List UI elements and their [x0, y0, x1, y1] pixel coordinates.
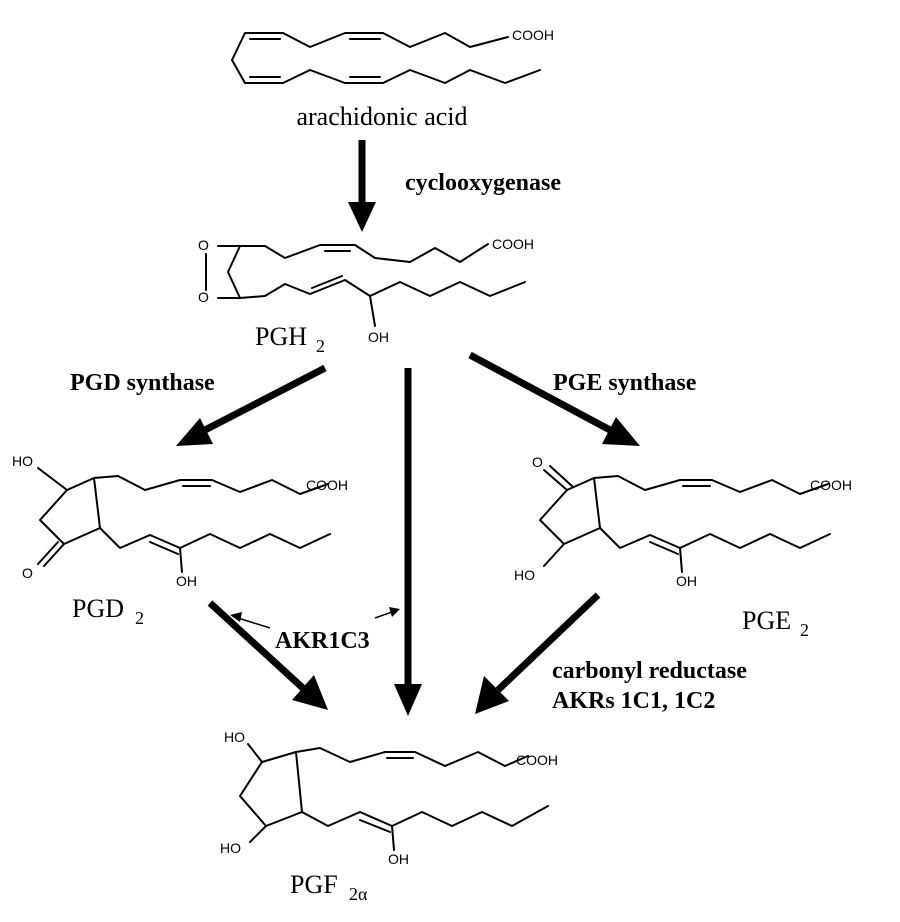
arrow-pgd2-to-pgf2a: [207, 600, 328, 710]
pgh2-bottom-chain: [239, 279, 526, 299]
pgh2-oh-label: OH: [368, 329, 389, 345]
pge2-ho-label: HO: [514, 567, 535, 583]
pge2-ring: [539, 477, 601, 545]
pgd2-ring: [39, 477, 101, 545]
pge2-cooh-label: COOH: [810, 477, 852, 493]
pge2-bottom-chain: [599, 527, 831, 549]
akr1c3-thin-arrows: [230, 607, 400, 629]
carbonyl-reductase-label: carbonyl reductase: [552, 658, 747, 684]
pge2-label: PGE: [742, 606, 791, 635]
pgd2-cooh-label: COOH: [306, 477, 348, 493]
pgd2-structure: HO O COOH OH: [12, 453, 348, 589]
arrow-pge2-to-pgf2a: [475, 592, 601, 714]
pgh2-cooh-label: COOH: [492, 236, 534, 252]
pgd-synthase-label: PGD synthase: [70, 370, 215, 396]
pgh2-o1-label: O: [198, 237, 209, 253]
pgd2-oh-label: OH: [176, 573, 197, 589]
pgf2a-ring: [239, 751, 303, 827]
pgh2-ring: [227, 245, 241, 299]
pgh2-structure: O O COOH OH: [198, 236, 534, 345]
pgh2-label: PGH: [255, 322, 307, 351]
cyclooxygenase-label: cyclooxygenase: [405, 170, 561, 196]
pgd2-subscript: 2: [135, 608, 144, 628]
pgf2a-label: PGF: [290, 870, 338, 899]
pge2-o-label: O: [532, 454, 543, 470]
pgd2-ho-label: HO: [12, 453, 33, 469]
pgd2-o-label: O: [22, 565, 33, 581]
pge2-subscript: 2: [800, 620, 809, 640]
arrow-pgh2-to-pge2: [468, 351, 640, 446]
pgh2-subscript: 2: [316, 336, 325, 356]
pgd2-bottom-chain: [99, 527, 331, 549]
pgd2-label: PGD: [72, 594, 124, 623]
aa-top-chain: [231, 32, 509, 61]
pgf2a-subscript: 2α: [349, 884, 368, 904]
pgf2a-structure: HO HO COOH OH: [220, 729, 558, 867]
pgf2a-bottom-chain: [301, 805, 549, 827]
pgf2a-ho-bottom-label: HO: [220, 840, 241, 856]
pgf2a-ho-top-label: HO: [224, 729, 245, 745]
pgd2-top-chain: [93, 475, 329, 495]
pge2-structure: O HO COOH OH: [514, 454, 852, 589]
akrs-label: AKRs 1C1, 1C2: [552, 688, 715, 714]
arrow-pgh2-to-pgd2: [176, 364, 327, 446]
pge-synthase-label: PGE synthase: [553, 370, 697, 396]
pgf2a-top-chain: [295, 747, 529, 767]
arachidonic-acid-structure: COOH: [231, 27, 554, 84]
arrow-pgh2-to-pgf2a: [394, 368, 422, 716]
aa-loop: [231, 59, 246, 84]
aa-cooh-label: COOH: [512, 27, 554, 43]
aa-bottom-chain: [244, 69, 541, 84]
pgh2-o2-label: O: [198, 289, 209, 305]
pge2-top-chain: [593, 475, 829, 495]
arachidonic-acid-label: arachidonic acid: [296, 102, 467, 131]
pgf2a-cooh-label: COOH: [516, 752, 558, 768]
pgh2-top-chain: [239, 243, 489, 263]
pgf2a-oh-label: OH: [388, 851, 409, 867]
pge2-oh-label: OH: [676, 573, 697, 589]
arrow-aa-to-pgh2: [348, 140, 376, 232]
akr1c3-label: AKR1C3: [275, 628, 370, 654]
